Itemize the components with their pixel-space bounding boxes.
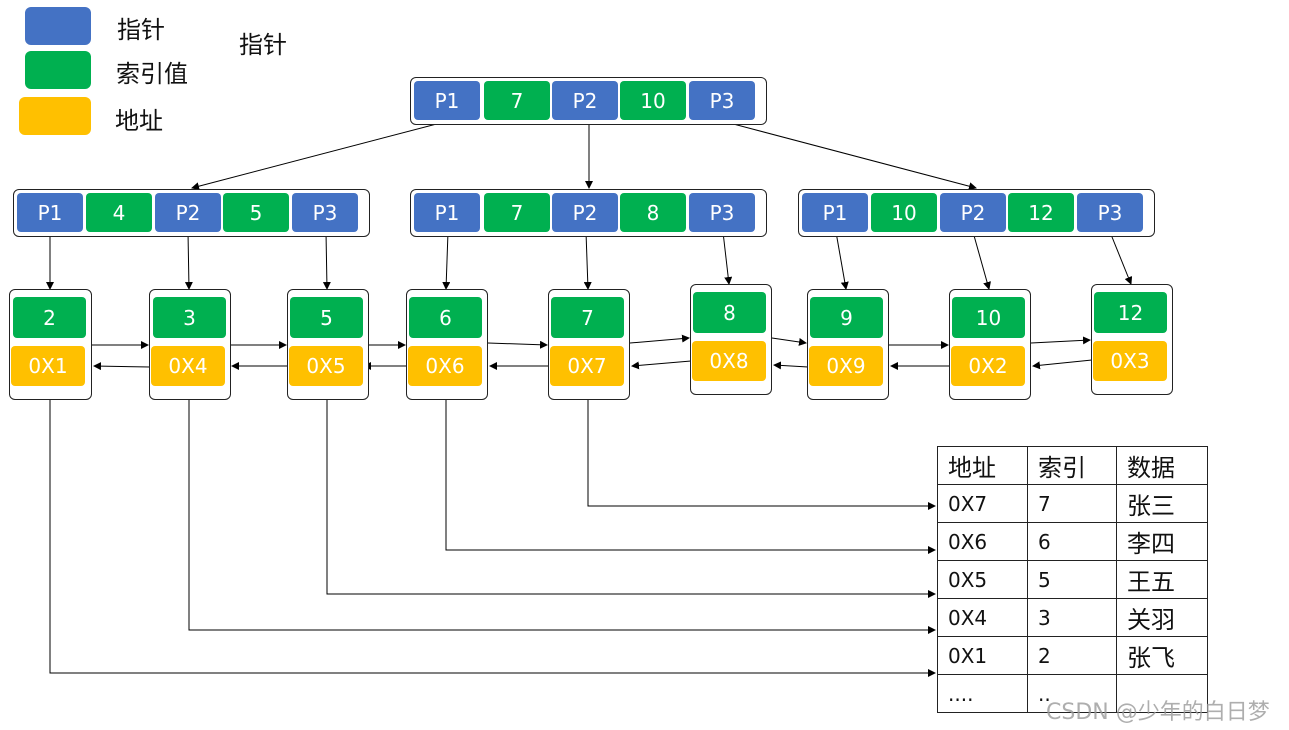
internal-3-key: 10 (871, 193, 937, 232)
internal-2-p3: P3 (689, 193, 755, 232)
table-header: 地址 (937, 446, 1028, 485)
leaf-address: 0X2 (951, 346, 1025, 386)
table-row: 0X6 6 李四 (937, 522, 1208, 561)
legend-index-swatch (25, 51, 91, 89)
edge-int1-p3 (322, 231, 331, 290)
leaf-index: 10 (952, 297, 1025, 338)
edge-int2-p3 (722, 231, 733, 285)
table-cell: 关羽 (1116, 598, 1208, 637)
table-cell: .... (937, 674, 1028, 713)
table-cell: 张飞 (1116, 636, 1208, 675)
leaf-index: 8 (693, 292, 766, 333)
leaf-address: 0X4 (151, 346, 225, 386)
internal-3-p1: P1 (802, 193, 868, 232)
legend-side-label: 指针 (239, 31, 287, 59)
leaf-address: 0X1 (11, 346, 85, 386)
leaf-address: 0X3 (1093, 341, 1167, 381)
table-cell: 王五 (1116, 560, 1208, 599)
leaf-index: 3 (153, 297, 226, 338)
table-cell: 0X1 (937, 636, 1028, 675)
internal-2-p1: P1 (414, 193, 480, 232)
edge-int2-p1 (442, 231, 451, 290)
leaf-address: 0X6 (408, 346, 482, 386)
leaf-index: 7 (551, 297, 624, 338)
edge-int3-p2 (972, 231, 991, 290)
leaf-address: 0X5 (289, 346, 363, 386)
table-cell: 0X5 (937, 560, 1028, 599)
edge-int1-p2 (184, 231, 193, 290)
internal-1-key: 4 (86, 193, 152, 232)
table-header: 数据 (1116, 446, 1208, 485)
table-row: 0X7 7 张三 (937, 484, 1208, 523)
root-key-7: 7 (484, 81, 550, 120)
table-cell: 0X4 (937, 598, 1028, 637)
edge-root-p1 (191, 120, 449, 191)
root-p3: P3 (689, 81, 755, 120)
legend-address-label: 地址 (115, 107, 163, 135)
table-cell: 张三 (1116, 484, 1208, 523)
internal-3-key: 12 (1008, 193, 1074, 232)
table-cell: 5 (1027, 560, 1117, 599)
watermark: CSDN @少年的白日梦 (1046, 700, 1270, 725)
table-row: 0X1 2 张飞 (937, 636, 1208, 675)
table-cell: 0X6 (937, 522, 1028, 561)
edge-int3-p3 (1109, 231, 1133, 285)
leaf-address: 0X9 (809, 346, 883, 386)
edge-int3-p1 (835, 231, 849, 290)
internal-3-p2: P2 (940, 193, 1006, 232)
root-key-10: 10 (620, 81, 686, 120)
internal-2-p2: P2 (552, 193, 618, 232)
table-header-row: 地址 索引 数据 (937, 446, 1208, 485)
root-p2: P2 (552, 81, 618, 120)
table-row: .... .. (937, 674, 1208, 713)
edge-root-p3 (721, 120, 977, 191)
internal-2-key: 7 (484, 193, 550, 232)
table-cell: 2 (1027, 636, 1117, 675)
legend-pointer-swatch (25, 7, 91, 45)
leaf-address: 0X8 (692, 341, 766, 381)
edge-int2-p2 (583, 231, 592, 290)
table-cell (1116, 674, 1208, 713)
leaf-index: 6 (409, 297, 482, 338)
leaf-index: 5 (290, 297, 363, 338)
leaf-index: 9 (810, 297, 883, 338)
table-cell: .. (1027, 674, 1117, 713)
table-cell: 6 (1027, 522, 1117, 561)
table-cell: 7 (1027, 484, 1117, 523)
leaf-index: 2 (13, 297, 86, 338)
leaf-index: 12 (1094, 292, 1167, 333)
table-cell: 3 (1027, 598, 1117, 637)
internal-1-p3: P3 (292, 193, 358, 232)
internal-1-p2: P2 (155, 193, 221, 232)
internal-1-key: 5 (223, 193, 289, 232)
data-table: 地址 索引 数据 0X7 7 张三 0X6 6 李四 0X5 5 王五 0X4 … (937, 446, 1208, 713)
table-row: 0X5 5 王五 (937, 560, 1208, 599)
legend-pointer-label: 指针 (117, 16, 165, 44)
legend-address-swatch (19, 97, 91, 135)
internal-1-p1: P1 (17, 193, 83, 232)
table-row: 0X4 3 关羽 (937, 598, 1208, 637)
legend-index-label: 索引值 (116, 60, 188, 88)
table-header: 索引 (1027, 446, 1117, 485)
table-cell: 0X7 (937, 484, 1028, 523)
root-p1: P1 (414, 81, 480, 120)
internal-3-p3: P3 (1077, 193, 1143, 232)
table-cell: 李四 (1116, 522, 1208, 561)
leaf-address: 0X7 (550, 346, 624, 386)
internal-2-key: 8 (620, 193, 686, 232)
